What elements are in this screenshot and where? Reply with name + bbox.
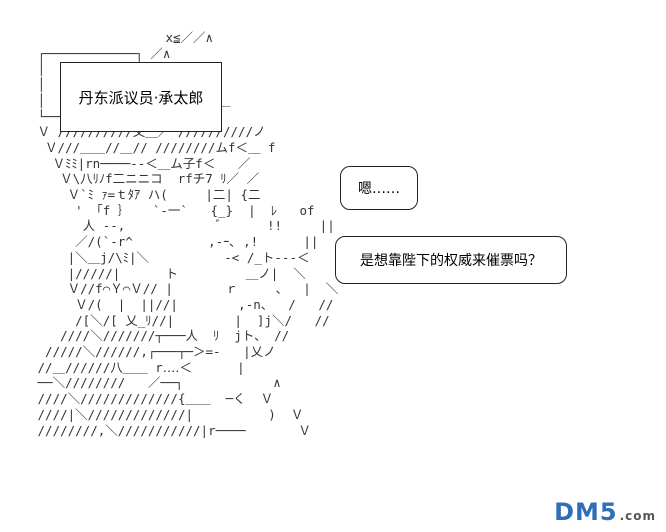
speech-bubble-2: 是想靠陛下的权威来催票吗？	[335, 236, 567, 284]
speech-bubble-2-text: 是想靠陛下的权威来催票吗？	[360, 253, 542, 269]
site-watermark-logo: DM5.com	[554, 498, 656, 526]
speech-bubble-1-text: 嗯……	[358, 181, 400, 197]
watermark-suffix: .com	[619, 509, 656, 523]
speech-bubble-1: 嗯……	[340, 166, 418, 210]
caption-box: 丹东派议员·承太郎	[60, 62, 222, 132]
caption-text: 丹东派议员·承太郎	[78, 88, 204, 107]
watermark-text: DM5	[554, 498, 618, 526]
